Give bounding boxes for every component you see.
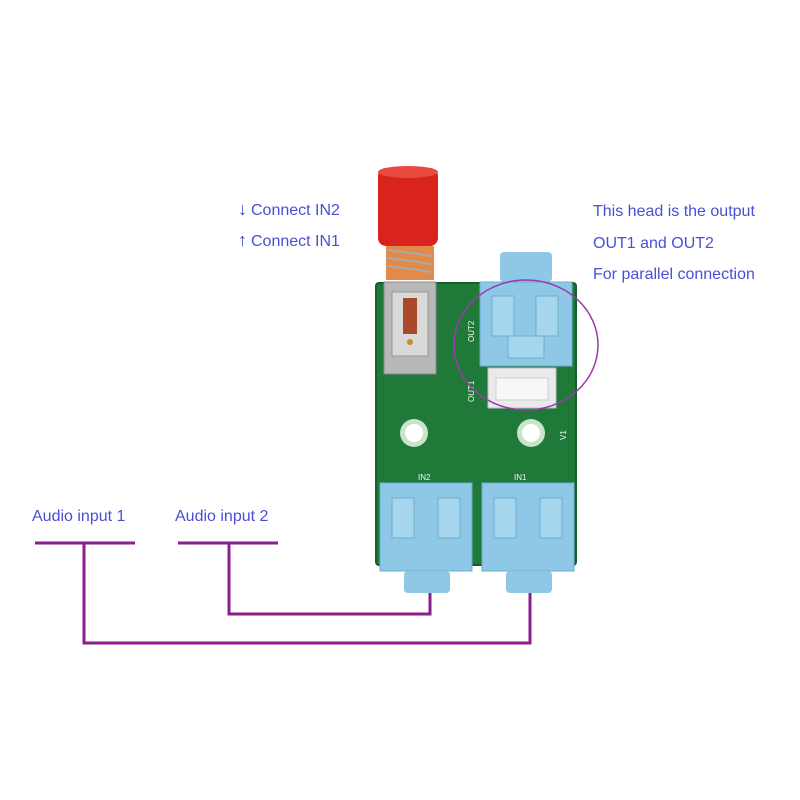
in1-jack <box>481 482 575 593</box>
mounting-hole-left <box>400 419 428 447</box>
mounting-hole-right <box>517 419 545 447</box>
silk-in2: IN2 <box>418 473 431 482</box>
silk-in1: IN1 <box>514 473 527 482</box>
wire-input-2 <box>178 541 432 616</box>
out1-connector <box>487 367 557 409</box>
output-note-line1: This head is the output <box>593 203 755 220</box>
arrow-down-icon: ↓ <box>238 199 247 219</box>
wire-input-1 <box>35 541 532 645</box>
audio-input-1-label: Audio input 1 <box>32 508 126 525</box>
arrow-up-icon: ↑ <box>238 230 247 250</box>
in2-jack <box>379 482 473 593</box>
output-highlight-circle <box>453 279 599 411</box>
connect-in2-text: Connect IN2 <box>251 202 340 219</box>
switch-knob <box>378 166 438 246</box>
silk-version: V1 <box>559 430 568 440</box>
selector-switch <box>383 246 437 375</box>
connect-in1-text: Connect IN1 <box>251 233 340 250</box>
out2-jack <box>479 252 573 367</box>
audio-input-2-label: Audio input 2 <box>175 508 269 525</box>
connect-in1-label: ↑Connect IN1 <box>238 230 340 251</box>
connect-in2-label: ↓Connect IN2 <box>238 199 340 220</box>
output-note-line2: OUT1 and OUT2 <box>593 235 714 252</box>
silk-out1: OUT1 <box>467 380 476 402</box>
silk-out2: OUT2 <box>467 320 476 342</box>
output-note-line3: For parallel connection <box>593 266 755 283</box>
